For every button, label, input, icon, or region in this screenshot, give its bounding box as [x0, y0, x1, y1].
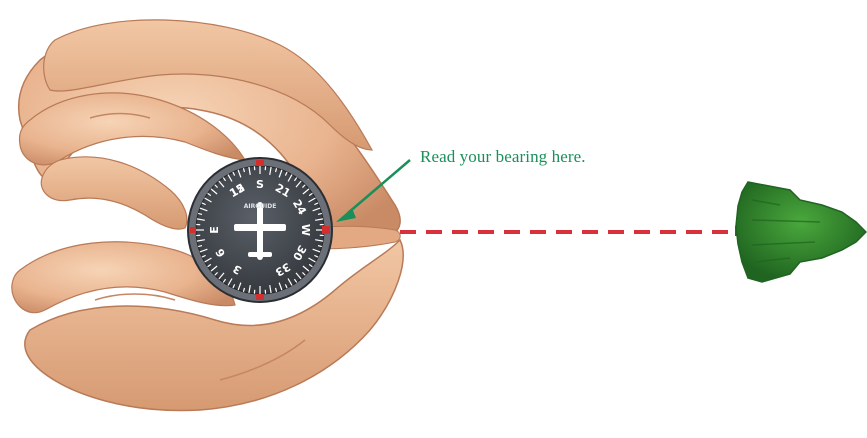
- compass-brand: AIRGUIDE: [244, 203, 277, 210]
- compass-card-label: W: [299, 224, 312, 236]
- compass-card-label: E: [208, 226, 221, 234]
- bearing-callout: Read your bearing here.: [420, 147, 586, 167]
- evergreen-tree-icon: [735, 182, 866, 282]
- compass-card-label: S: [256, 178, 264, 191]
- left-thumb: [41, 157, 187, 229]
